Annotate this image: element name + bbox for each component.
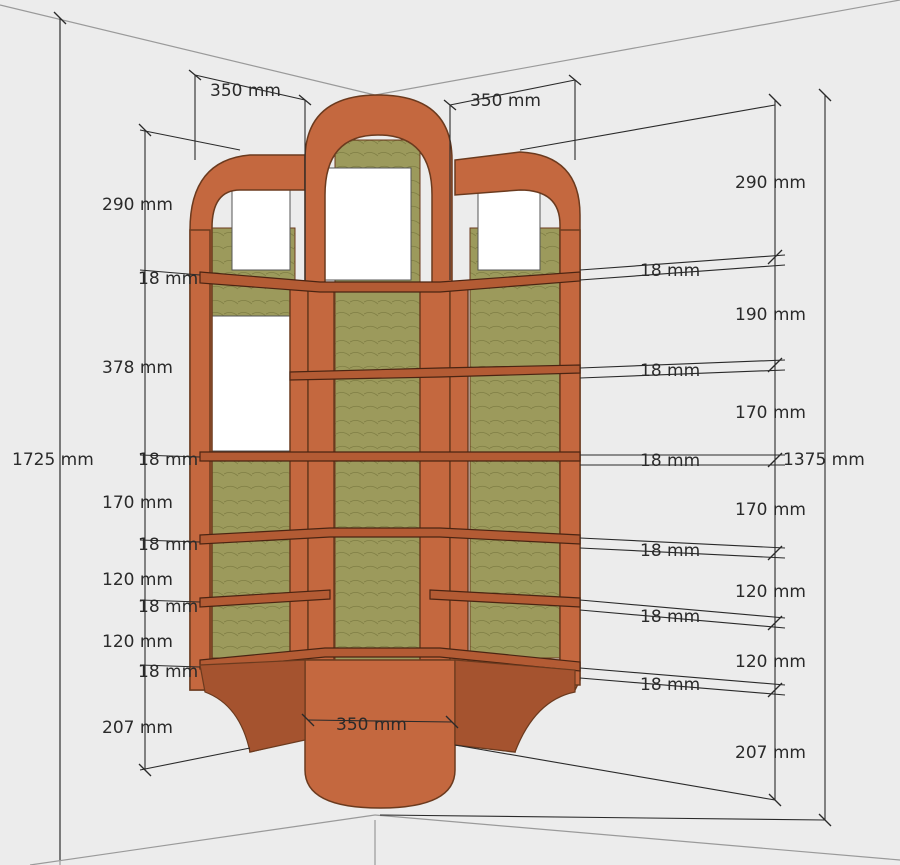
label-total-height: 1725 mm <box>12 450 94 470</box>
label-left-1: 18 mm <box>138 269 198 289</box>
bottom-dimension-line <box>301 713 459 729</box>
label-right-12: 207 mm <box>735 743 806 763</box>
label-right-7: 18 mm <box>640 541 700 561</box>
label-left-9: 18 mm <box>138 662 198 682</box>
shelves <box>199 271 581 672</box>
label-left-2: 378 mm <box>102 358 173 378</box>
label-left-10: 207 mm <box>102 718 173 738</box>
bottom-apron <box>304 659 456 809</box>
label-right-9: 18 mm <box>640 607 700 627</box>
label-right-11: 18 mm <box>640 675 700 695</box>
label-top-right-width: 350 mm <box>470 91 541 111</box>
label-right-1: 18 mm <box>640 261 700 281</box>
label-right-6: 170 mm <box>735 500 806 520</box>
label-left-8: 120 mm <box>102 632 173 652</box>
label-right-4: 170 mm <box>735 403 806 423</box>
left-dimension-lines <box>53 11 251 860</box>
top-dimension-lines <box>188 69 582 280</box>
label-left-5: 18 mm <box>138 535 198 555</box>
label-bottom-width: 350 mm <box>336 715 407 735</box>
label-right-0: 290 mm <box>735 173 806 193</box>
label-top-left-width: 350 mm <box>210 81 281 101</box>
right-dimension-lines <box>379 88 832 827</box>
label-right-5: 18 mm <box>640 451 700 471</box>
dimension-labels: 350 mm 350 mm 350 mm 1725 mm 1375 mm 290… <box>12 81 865 763</box>
label-left-3: 18 mm <box>138 450 198 470</box>
label-right-3: 18 mm <box>640 361 700 381</box>
label-right-8: 120 mm <box>735 582 806 602</box>
bottom-left-apron <box>199 659 306 753</box>
label-left-0: 290 mm <box>102 195 173 215</box>
bottom-right-apron <box>454 659 576 753</box>
label-left-6: 120 mm <box>102 570 173 590</box>
label-right-2: 190 mm <box>735 305 806 325</box>
label-right-10: 120 mm <box>735 652 806 672</box>
label-right-total: 1375 mm <box>783 450 865 470</box>
label-left-4: 170 mm <box>102 493 173 513</box>
label-left-7: 18 mm <box>138 597 198 617</box>
